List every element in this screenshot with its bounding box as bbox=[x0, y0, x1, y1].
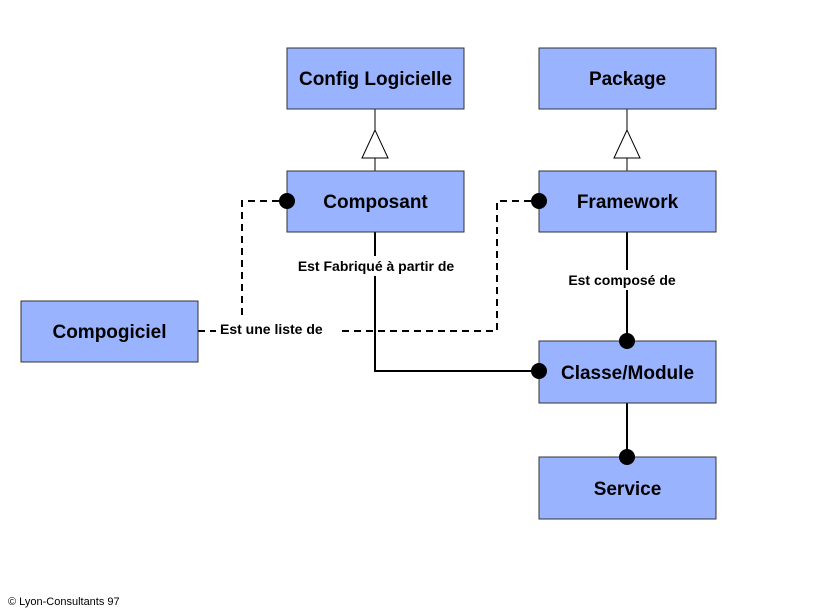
dot-service-top bbox=[619, 449, 635, 465]
node-config-logicielle-label: Config Logicielle bbox=[299, 69, 452, 90]
node-framework: Framework bbox=[538, 170, 717, 233]
node-composant: Composant bbox=[286, 170, 465, 233]
copyright-footer: © Lyon-Consultants 97 bbox=[8, 596, 120, 608]
relation-label-fabrique: Est Fabriqué à partir de bbox=[298, 258, 455, 274]
relation-label-liste: Est une liste de bbox=[220, 321, 323, 337]
relation-label-compose: Est composé de bbox=[568, 272, 676, 288]
link-compogiciel-composant bbox=[198, 200, 287, 332]
inheritance-framework-package bbox=[613, 109, 641, 171]
node-package: Package bbox=[538, 47, 717, 110]
node-service-label: Service bbox=[594, 479, 662, 500]
node-classe-module-label: Classe/Module bbox=[561, 363, 694, 384]
node-config-logicielle: Config Logicielle bbox=[286, 47, 465, 110]
inheritance-composant-config bbox=[361, 109, 389, 171]
dot-composant-left bbox=[279, 193, 295, 209]
link-composant-classe bbox=[374, 232, 539, 372]
node-compogiciel-label: Compogiciel bbox=[52, 322, 166, 343]
label-bg-liste bbox=[216, 320, 338, 340]
node-composant-label: Composant bbox=[323, 192, 428, 213]
dot-framework-left bbox=[531, 193, 547, 209]
dot-classe-left bbox=[531, 363, 547, 379]
link-compogiciel-framework bbox=[198, 200, 539, 332]
node-classe-module: Classe/Module bbox=[538, 340, 717, 404]
dot-classe-top bbox=[619, 333, 635, 349]
node-service: Service bbox=[538, 456, 717, 520]
label-bg-compose bbox=[558, 270, 686, 290]
label-bg-fabrique bbox=[286, 256, 466, 276]
node-package-label: Package bbox=[589, 69, 666, 90]
node-compogiciel: Compogiciel bbox=[20, 300, 199, 363]
node-framework-label: Framework bbox=[577, 192, 679, 213]
